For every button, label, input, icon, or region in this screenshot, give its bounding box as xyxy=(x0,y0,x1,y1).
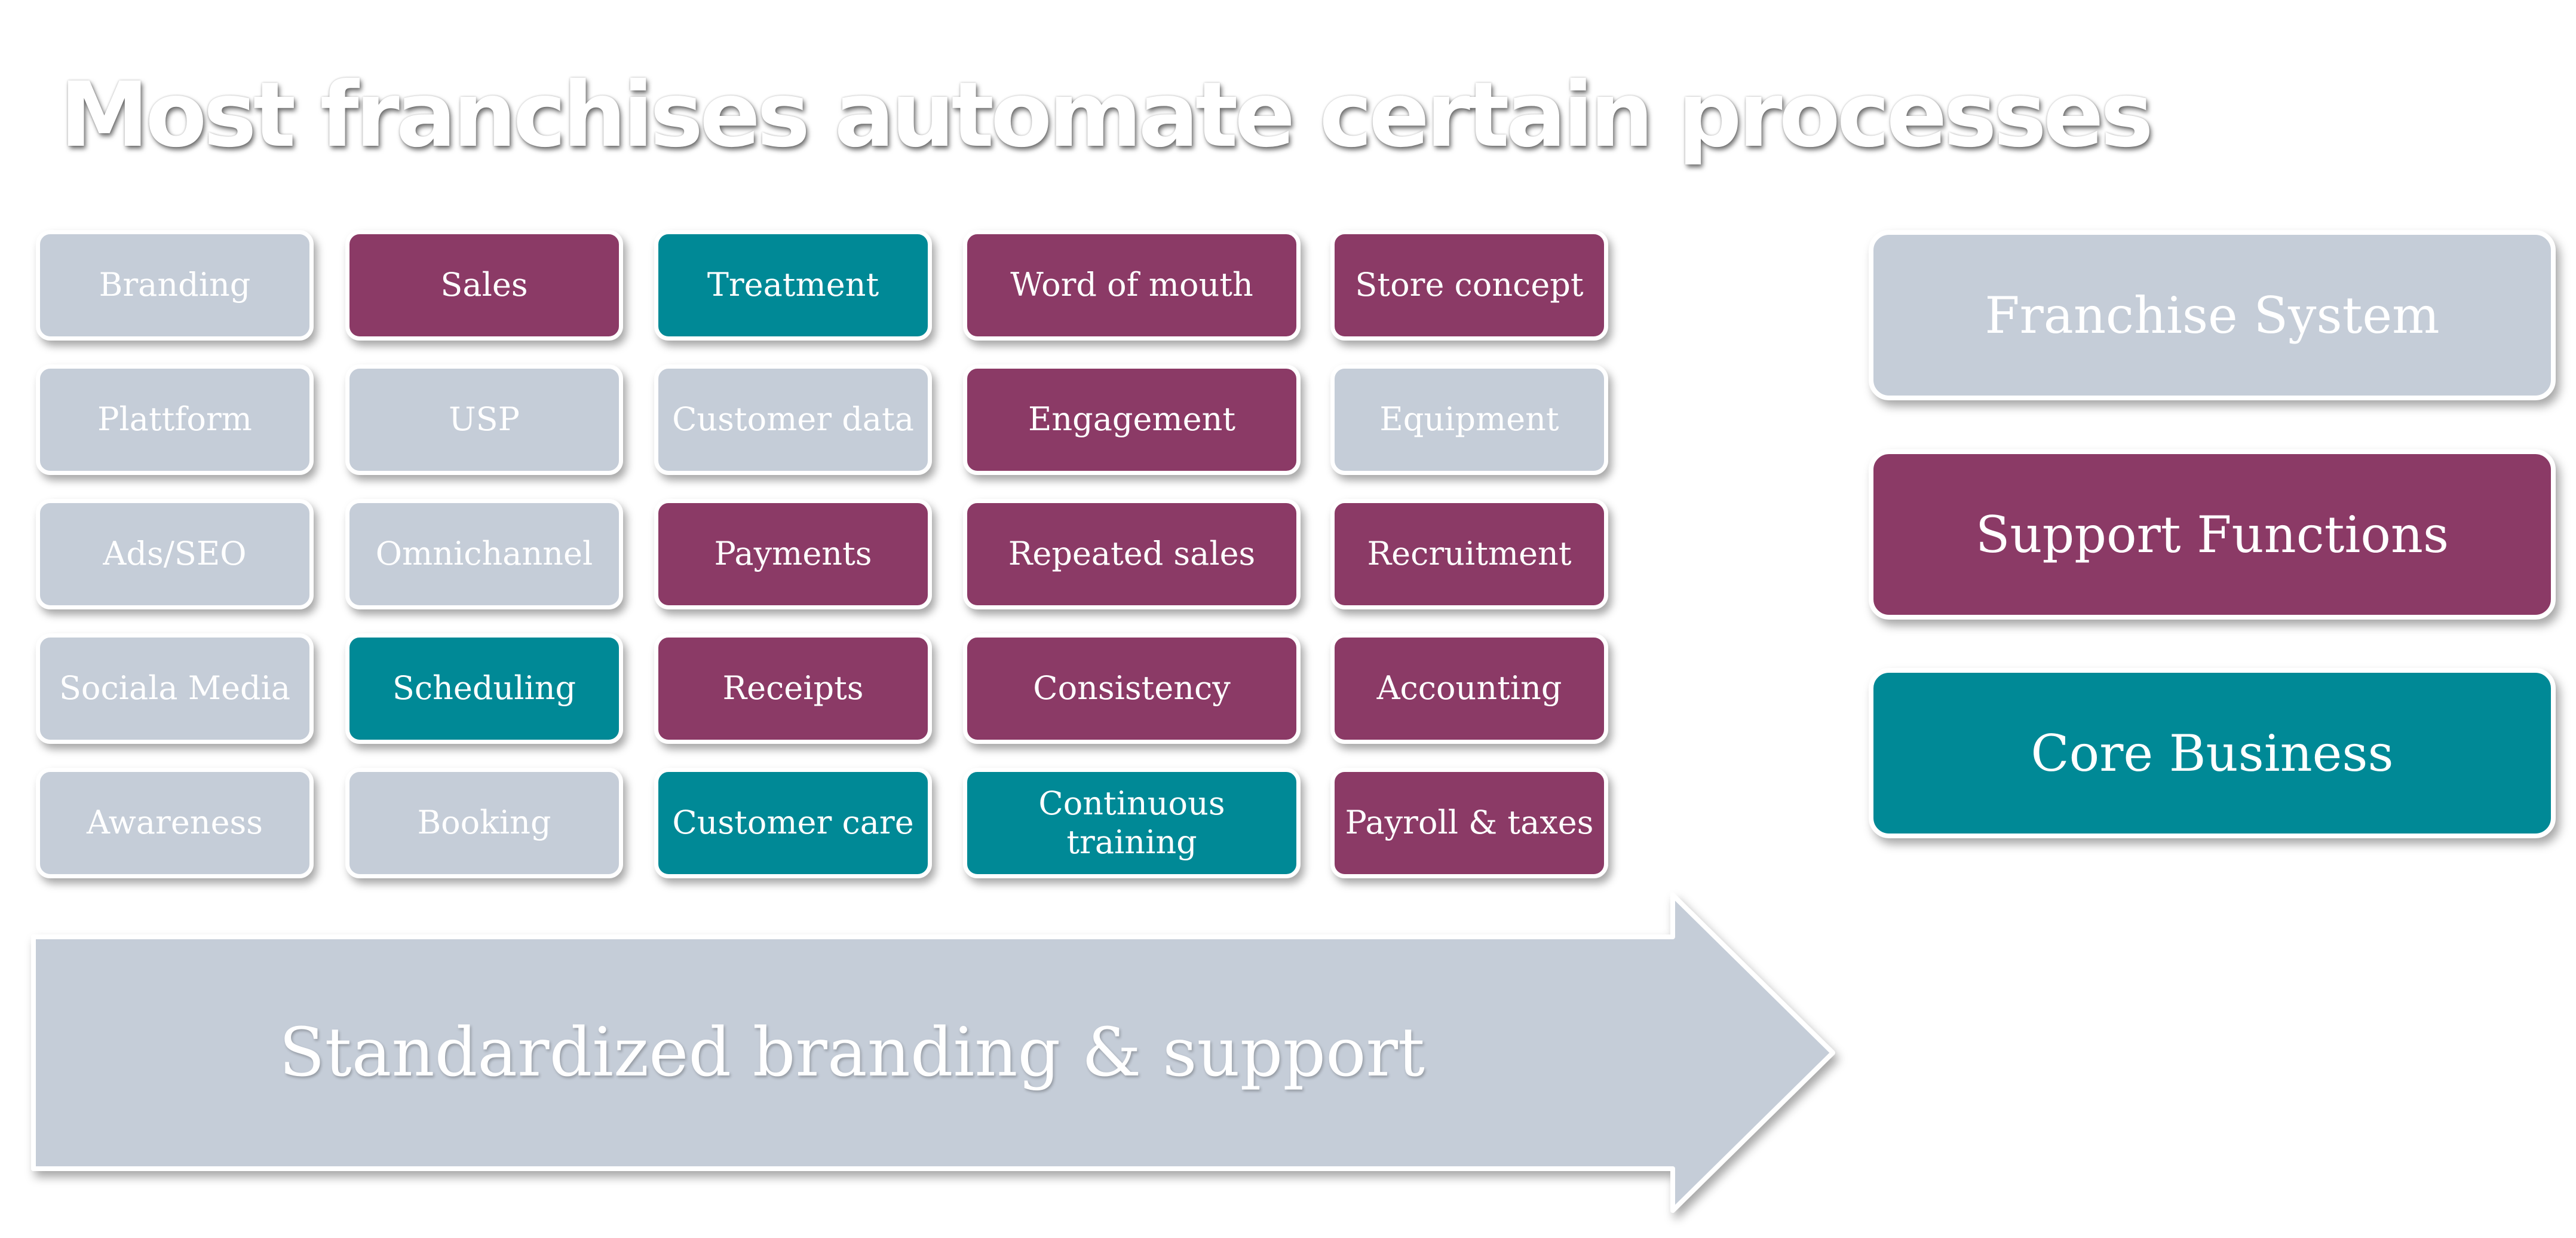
tile-customer-data: Customer data xyxy=(654,364,932,475)
tile-equipment: Equipment xyxy=(1330,364,1608,475)
tile-usp: USP xyxy=(345,364,623,475)
arrow-shape xyxy=(31,893,1835,1213)
tile-payroll-taxes: Payroll & taxes xyxy=(1330,768,1608,878)
tile-treatment: Treatment xyxy=(654,230,932,341)
tile-plattform: Plattform xyxy=(36,364,314,475)
legend-core-business: Core Business xyxy=(1869,668,2556,838)
tile-ads-seo: Ads/SEO xyxy=(36,499,314,609)
tile-continuous-training: Continuous training xyxy=(963,768,1301,878)
tile-branding: Branding xyxy=(36,230,314,341)
tile-sociala-media: Sociala Media xyxy=(36,633,314,744)
tile-store-concept: Store concept xyxy=(1330,230,1608,341)
tile-awareness: Awareness xyxy=(36,768,314,878)
legend-support-functions: Support Functions xyxy=(1869,449,2556,620)
tile-customer-care: Customer care xyxy=(654,768,932,878)
tile-accounting: Accounting xyxy=(1330,633,1608,744)
arrow-label: Standardized branding & support xyxy=(278,1014,1425,1092)
page-title: Most franchises automate certain process… xyxy=(60,63,2154,167)
tile-receipts: Receipts xyxy=(654,633,932,744)
legend-franchise-system: Franchise System xyxy=(1869,230,2556,400)
tile-consistency: Consistency xyxy=(963,633,1301,744)
tile-engagement: Engagement xyxy=(963,364,1301,475)
tile-repeated-sales: Repeated sales xyxy=(963,499,1301,609)
tile-sales: Sales xyxy=(345,230,623,341)
tile-payments: Payments xyxy=(654,499,932,609)
tile-recruitment: Recruitment xyxy=(1330,499,1608,609)
tile-booking: Booking xyxy=(345,768,623,878)
tile-word-of-mouth: Word of mouth xyxy=(963,230,1301,341)
tile-omnichannel: Omnichannel xyxy=(345,499,623,609)
tile-scheduling: Scheduling xyxy=(345,633,623,744)
